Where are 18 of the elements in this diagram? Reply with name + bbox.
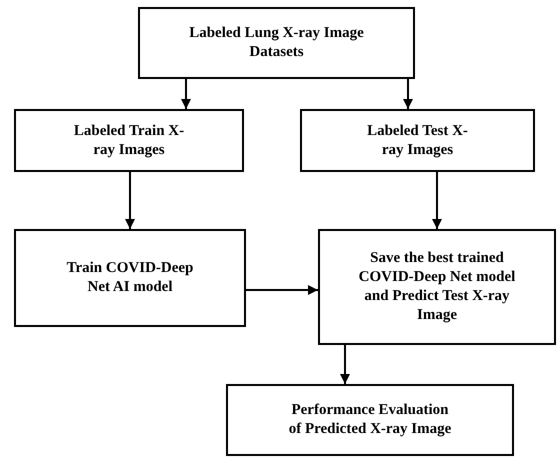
process-box	[138, 7, 415, 79]
box-label: Train COVID-Deep Net AI model	[66, 259, 194, 297]
arrow	[246, 285, 318, 295]
process-box	[300, 109, 535, 172]
arrow	[432, 172, 442, 229]
process-box	[226, 384, 514, 456]
box-label: Labeled Train X-ray Images	[73, 122, 185, 160]
arrow	[340, 345, 350, 384]
process-box	[318, 229, 556, 345]
box-label: Save the best trained COVID-Deep Net model and Predict Test X-ray Image	[358, 249, 516, 325]
arrow	[181, 79, 191, 109]
process-box	[14, 229, 246, 327]
process-box	[14, 109, 244, 172]
arrow	[125, 172, 135, 229]
box-label: Labeled Lung X-ray Image Datasets	[188, 24, 365, 62]
arrow	[403, 79, 413, 109]
box-label: Performance Evaluation of Predicted X-ray Image	[288, 401, 452, 439]
box-label: Labeled Test X-ray Images	[366, 122, 469, 160]
